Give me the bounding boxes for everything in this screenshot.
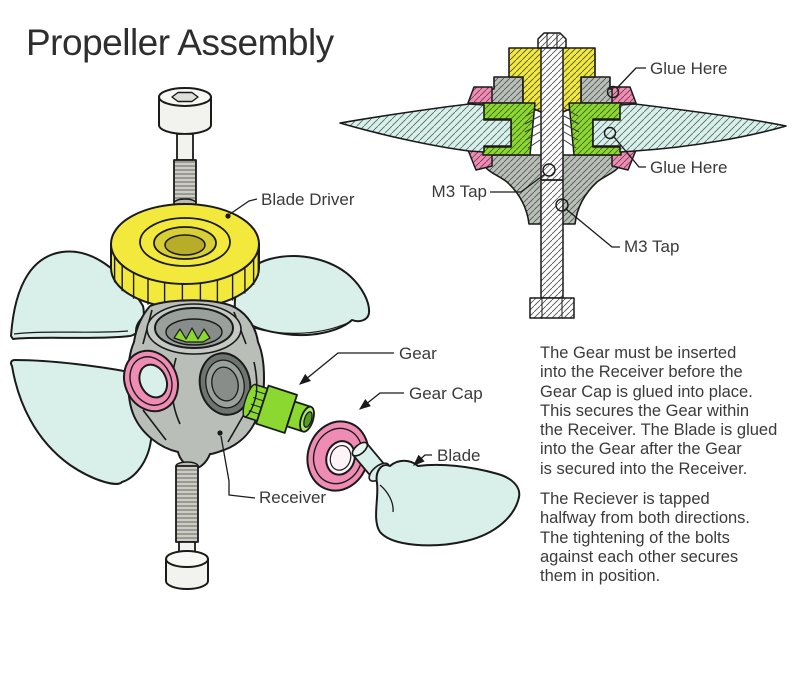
cross-section-view: Glue Here Glue Here M3 Tap M3 Tap <box>339 32 787 319</box>
propeller-blade-upper-right <box>233 255 371 337</box>
label-m3-tap-bottom: M3 Tap <box>624 237 679 256</box>
exploded-view: Blade Driver Gear Gear Cap Blade Receive… <box>10 87 521 590</box>
section-blade-left <box>339 103 512 153</box>
note-line: halfway from both directions. <box>540 509 751 528</box>
exploded-labels: Blade Driver Gear Gear Cap Blade Receive… <box>217 190 483 507</box>
leader-dot-receiver <box>217 430 223 436</box>
section-blade-right <box>592 103 787 153</box>
note-line: is secured into the Receiver. <box>540 459 748 478</box>
page-title: Propeller Assembly <box>26 22 334 63</box>
note-line: into the Receiver before the <box>540 363 743 382</box>
propeller-blade-lower-left <box>10 359 153 485</box>
receiver-front-port <box>198 352 252 416</box>
note-line: them in position. <box>540 567 661 586</box>
note-line: the Receiver. The Blade is glued <box>540 421 778 440</box>
assembly-note-gear: The Gear must be inserted into the Recei… <box>540 344 798 479</box>
label-blade-driver: Blade Driver <box>261 190 355 209</box>
internal-gear-teeth <box>173 327 211 343</box>
receiver-hub <box>127 299 265 470</box>
blade-part <box>351 441 521 547</box>
note-line: The tightening of the bolts <box>540 528 730 547</box>
balloon-m3-bottom <box>555 198 569 212</box>
gear-part <box>242 383 315 434</box>
note-line: The Gear must be inserted <box>540 344 737 362</box>
section-bolt <box>529 32 575 319</box>
propeller-blade-upper-left <box>10 250 145 340</box>
label-m3-tap-left: M3 Tap <box>432 182 487 201</box>
balloon-m3-left <box>542 163 556 177</box>
balloon-glue-bottom <box>603 126 617 140</box>
note-line: This secures the Gear within <box>540 401 750 420</box>
label-gear: Gear <box>399 344 437 363</box>
label-blade: Blade <box>437 446 480 465</box>
section-labels: Glue Here Glue Here M3 Tap M3 Tap <box>432 59 728 256</box>
label-gear-cap: Gear Cap <box>409 384 483 403</box>
leader-dot-blade-driver <box>225 213 231 219</box>
note-line: Gear Cap is glued into place. <box>540 382 753 401</box>
label-receiver: Receiver <box>259 488 326 507</box>
note-line: into the Gear after the Gear <box>540 440 742 459</box>
bottom-bolt <box>165 461 209 590</box>
balloon-glue-top <box>606 85 620 99</box>
top-bolt <box>158 87 212 208</box>
assembly-note-receiver: The Reciever is tapped halfway from both… <box>540 490 798 586</box>
bevel-gear-mesh <box>524 107 580 149</box>
label-glue-here-top: Glue Here <box>650 59 727 78</box>
gear-cap-installed-left <box>123 349 179 413</box>
blade-driver-gear <box>110 203 260 310</box>
note-line: The Reciever is tapped <box>540 490 710 508</box>
note-line: against each other secures <box>540 547 739 566</box>
label-glue-here-bottom: Glue Here <box>650 158 727 177</box>
